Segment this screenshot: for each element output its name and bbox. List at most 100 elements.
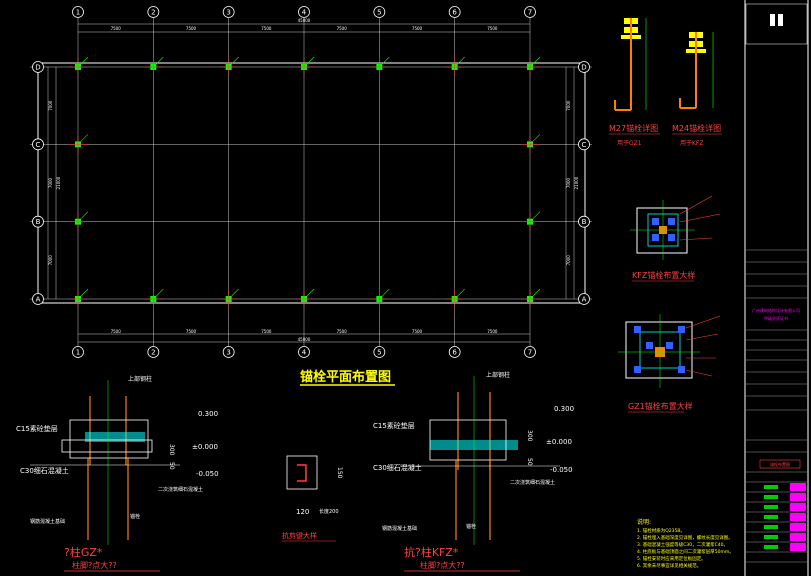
gz-c30: C30细石混凝土 — [20, 466, 69, 475]
gz-col-label: 上部钢柱 — [128, 375, 152, 383]
axis-bubble — [32, 61, 44, 73]
axis-bubble-label: 4 — [302, 349, 307, 357]
bolt-detail-2: M24锚栓详图 用于KFZ — [672, 32, 722, 147]
axis-bubble — [147, 6, 160, 18]
axis-bubble-label: 6 — [452, 349, 457, 357]
kfz-c30: C30细石混凝土 — [373, 463, 422, 472]
section-kfz: 上部钢柱 C15素砼垫层 C30细石混凝土 0.300 ±0.000 -0.05… — [373, 371, 574, 572]
shear-dim-150: 150 — [336, 467, 343, 479]
bay-dim: 7500 — [487, 26, 498, 31]
kfz-col-label: 上部钢柱 — [486, 371, 510, 379]
logo-icon — [770, 14, 775, 26]
bay-dim: 7500 — [337, 26, 348, 31]
design-notes: 说明: 1. 锚栓材质为Q235B。2. 锚栓埋入基础深度见详图，螺纹长度见详图… — [637, 518, 734, 569]
axis-bubble — [578, 215, 590, 228]
anchor-plan: 7500 7500 7500 7500 7500 7500 7500 7500 7500 7500… — [30, 6, 592, 386]
bay-dim: 7500 — [111, 329, 122, 334]
bay-dim: 7500 — [186, 26, 197, 31]
tb-sign-cell — [790, 513, 806, 521]
axis-bubble-label: 6 — [452, 9, 457, 17]
axis-bubble — [448, 346, 461, 358]
gz-dim-300: 300 — [168, 444, 175, 456]
notes-heading: 说明: — [637, 518, 651, 526]
bay-dim: 7500 — [186, 329, 197, 334]
axis-bubble-label: 1 — [76, 349, 80, 357]
row-dim: 7000 — [48, 177, 53, 188]
axis-bubble — [578, 138, 590, 151]
kfz-el-neg: -0.050 — [550, 466, 573, 474]
tb-sign-cell — [790, 503, 806, 511]
kfz-c15: C15素砼垫层 — [373, 421, 415, 430]
axis-bubble — [448, 6, 461, 18]
total-dim: 45000 — [298, 337, 311, 342]
axis-bubble-label: A — [582, 296, 587, 304]
shear-dim-120: 120 — [296, 508, 309, 516]
axis-bubble — [373, 6, 386, 18]
title-block: 广州建筑结构设计有限公司 甲级资质证书 锚栓布置图 — [744, 0, 809, 576]
row-dim: 7000 — [566, 100, 571, 111]
tb-company-sub: 甲级资质证书 — [764, 315, 788, 321]
note-line: 4. 柱底板与基础顶面之间二次灌浆层厚50mm。 — [637, 548, 734, 555]
kfz-plate-title: KFZ锚栓布置大样 — [632, 270, 695, 280]
tb-company: 广州建筑结构设计有限公司 — [752, 307, 800, 313]
kfz-footing: 钢筋混凝土基础 — [382, 525, 417, 532]
plan-dimensions: 7500 7500 7500 7500 7500 7500 7500 7500 7500 7500… — [47, 18, 579, 343]
kfz-section-title: 抗?柱KFZ* — [404, 545, 459, 559]
axis-bubble-label: 3 — [226, 349, 230, 357]
bolt2-label: M24锚栓详图 — [672, 123, 721, 133]
axis-bubble-label: D — [35, 64, 40, 72]
gz-el-top: 0.300 — [198, 410, 218, 418]
bay-dim: 7500 — [487, 329, 498, 334]
tb-project: 锚栓布置图 — [770, 461, 790, 467]
gz-second-pour: 二次浇筑细石混凝土 — [158, 486, 203, 493]
note-line: 3. 基础混凝土强度等级C30，二次灌浆C40。 — [637, 541, 728, 548]
bay-dim: 7500 — [111, 26, 122, 31]
row-dim: 7000 — [48, 255, 53, 266]
axis-bubble — [298, 346, 310, 358]
axis-bubble-label: 5 — [377, 9, 381, 17]
gz-dim-50: 50 — [168, 462, 175, 470]
axis-bubble — [578, 61, 590, 73]
tb-sign-cell — [790, 543, 806, 551]
axis-bubble-label: B — [36, 218, 41, 226]
axis-bubble-label: 4 — [302, 9, 307, 17]
axis-bubble — [524, 6, 536, 18]
bolt1-sub: 用于GZ1 — [617, 140, 642, 147]
kfz-el-zero: ±0.000 — [546, 438, 572, 446]
gz-el-neg: -0.050 — [196, 470, 219, 478]
bolt-detail-1: M27锚栓详图 用于GZ1 — [609, 18, 660, 147]
bolt1-label: M27锚栓详图 — [609, 123, 658, 133]
note-line: 5. 锚栓安装时应采用定位板固定。 — [637, 555, 706, 562]
axis-bubble-label: 5 — [377, 349, 381, 357]
kfz-el-top: 0.300 — [554, 405, 574, 413]
axis-bubble-label: 3 — [226, 9, 230, 17]
gz-section-title: ?柱GZ* — [64, 545, 103, 559]
kfz-dim-50: 50 — [526, 458, 533, 466]
bay-dim: 7500 — [337, 329, 348, 334]
shear-note: 长度200 — [319, 508, 339, 515]
axis-bubble — [32, 215, 44, 228]
kfz-dim-300: 300 — [526, 430, 533, 442]
kfz-anchor-bolt: 锚栓 — [466, 523, 476, 530]
plan-outline — [37, 62, 586, 304]
plan-bolt-markers — [69, 56, 541, 308]
note-line: 6. 其余未尽事宜详见相关规范。 — [637, 562, 701, 569]
axis-bubble — [72, 346, 84, 358]
tb-sign-cell — [790, 533, 806, 541]
bay-dim: 7500 — [412, 26, 423, 31]
axis-bubble-label: 1 — [76, 9, 80, 17]
tb-sign-cell — [790, 493, 806, 501]
tb-sign-cell — [790, 523, 806, 531]
bolt2-sub: 用于KFZ — [680, 140, 704, 147]
axis-bubble-label: 7 — [528, 9, 532, 17]
axis-bubble-label: 2 — [151, 349, 155, 357]
axis-bubble-label: 7 — [528, 349, 532, 357]
row-dim: 7000 — [566, 177, 571, 188]
bay-dim: 7500 — [412, 329, 423, 334]
axis-bubble — [298, 6, 310, 18]
kfz-plate-detail: KFZ锚栓布置大样 — [630, 195, 721, 282]
axis-bubble-label: 2 — [151, 9, 155, 17]
plan-title: 锚栓平面布置图 — [300, 369, 391, 385]
gz-anchor-bolt: 锚栓 — [130, 513, 140, 520]
